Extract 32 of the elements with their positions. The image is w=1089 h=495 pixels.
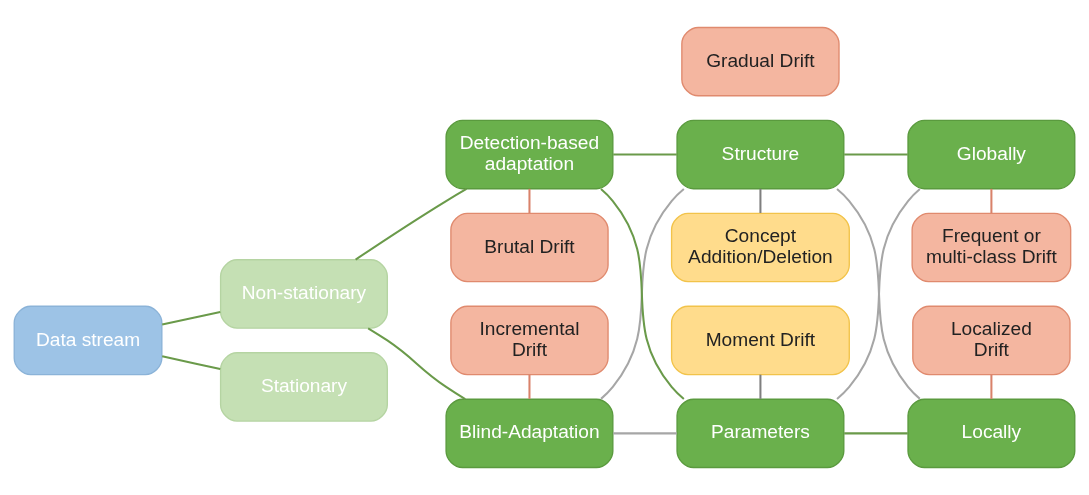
node-box: Stationary [219, 352, 388, 422]
connector [367, 327, 466, 400]
node-box: Concept Addition/Deletion [670, 212, 850, 283]
connector [161, 310, 221, 326]
connector [528, 188, 531, 213]
connector [990, 188, 993, 213]
connector [836, 188, 921, 400]
connector [990, 374, 993, 399]
node-box: Detection-based adaptation [445, 119, 614, 190]
node-box: Globally [907, 119, 1076, 190]
node-box: Gradual Drift [681, 26, 840, 97]
connector [844, 153, 908, 156]
node-box: Structure [676, 119, 845, 190]
connector [759, 374, 762, 399]
node-box: Locally [907, 398, 1076, 469]
connector [355, 188, 467, 261]
connector [613, 153, 677, 156]
node-box: Non-stationary [219, 259, 388, 329]
node-box: Parameters [676, 398, 845, 469]
connector [759, 188, 762, 213]
connector [161, 355, 221, 370]
node-box: Blind-Adaptation [445, 398, 614, 469]
connector [600, 188, 685, 400]
node-box: Frequent or multi-class Drift [911, 212, 1072, 283]
node-box: Localized Drift [912, 305, 1071, 376]
node-box: Brutal Drift [450, 212, 609, 283]
connector [613, 432, 677, 435]
node-box: Data stream [13, 305, 163, 376]
node-box: Moment Drift [670, 305, 850, 376]
connector [844, 432, 908, 435]
connector [528, 374, 531, 399]
node-box: Incremental Drift [450, 305, 609, 376]
